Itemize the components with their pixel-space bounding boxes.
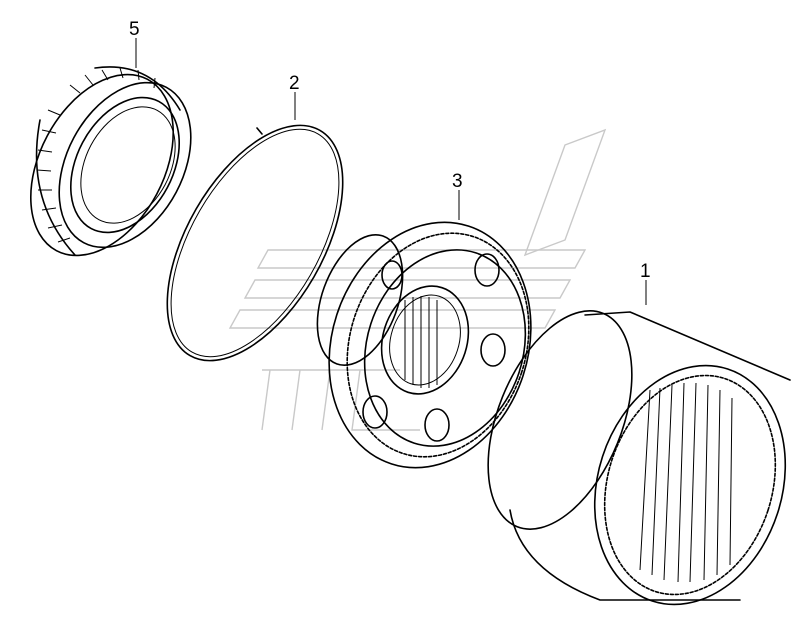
leader-lines	[135, 38, 647, 305]
bearing-part	[29, 66, 192, 257]
watermark-logo	[228, 128, 607, 431]
gear-carrier-part	[316, 221, 532, 469]
callout-3: 3	[452, 171, 463, 192]
callout-2: 2	[289, 73, 300, 94]
callout-5: 5	[129, 19, 140, 40]
snap-ring-part	[166, 124, 344, 362]
callout-1: 1	[640, 261, 651, 282]
ring-gear-part	[487, 310, 791, 606]
